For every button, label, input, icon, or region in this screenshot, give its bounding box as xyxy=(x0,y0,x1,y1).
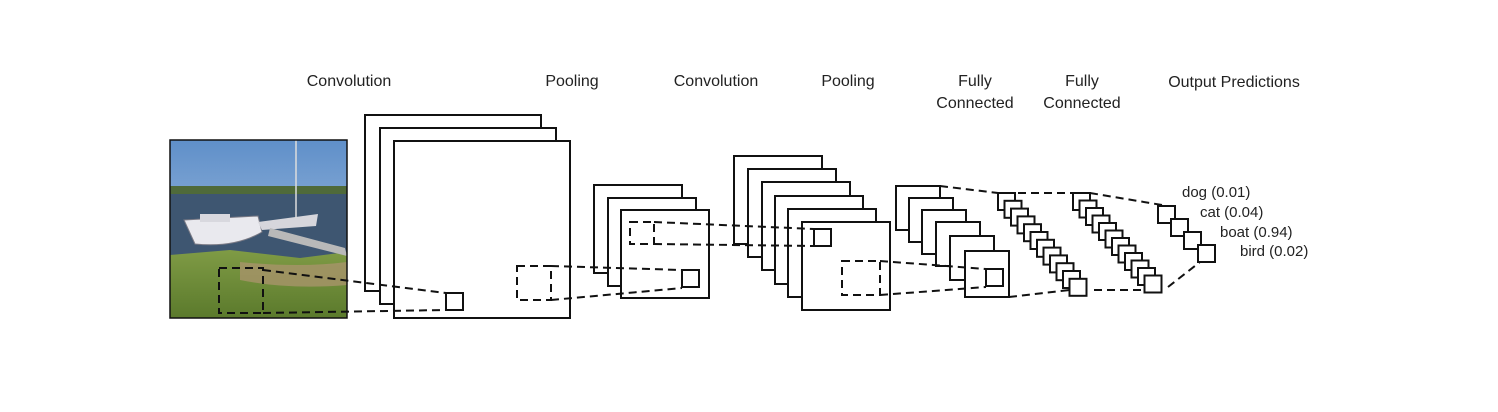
label-fully-connected-1-line1: Fully xyxy=(958,73,992,90)
label-output-predictions: Output Predictions xyxy=(1168,74,1300,91)
prediction-bird: bird (0.02) xyxy=(1240,243,1309,260)
prediction-cat: cat (0.04) xyxy=(1200,204,1264,221)
label-fully-connected-1: Fully Connected xyxy=(925,71,1025,115)
output-node-bird xyxy=(1197,244,1216,263)
pool2-kernel xyxy=(985,268,1004,287)
label-fully-connected-2-line1: Fully xyxy=(1065,73,1099,90)
fully-connected-layer-1 xyxy=(997,192,1088,297)
output-node-boat xyxy=(1183,231,1202,250)
label-convolution-1: Convolution xyxy=(306,73,392,90)
input-receptive-field xyxy=(218,267,264,314)
label-fully-connected-2: Fully Connected xyxy=(1032,71,1132,115)
conv1-receptive-field xyxy=(516,265,552,301)
receptive-fields xyxy=(218,221,881,314)
label-fully-connected-1-line2: Connected xyxy=(936,95,1014,112)
network-shapes xyxy=(364,114,1010,319)
prediction-boat: boat (0.94) xyxy=(1220,224,1293,241)
label-pooling-1: Pooling xyxy=(545,73,599,90)
pool1-kernel xyxy=(681,269,700,288)
conv2-kernel xyxy=(813,228,832,247)
input-image xyxy=(169,139,348,319)
label-fully-connected-2-line2: Connected xyxy=(1043,95,1121,112)
fc2-node xyxy=(1143,274,1163,294)
kernel-squares xyxy=(445,228,1004,311)
fully-connected-layer-2 xyxy=(1072,192,1163,294)
conv1-map-3 xyxy=(393,140,571,319)
projection-lines xyxy=(262,185,1201,314)
conv2-receptive-field xyxy=(841,260,881,296)
output-nodes xyxy=(1157,205,1216,263)
label-convolution-2: Convolution xyxy=(673,73,759,90)
conv1-kernel xyxy=(445,292,464,311)
pool1-receptive-field xyxy=(629,221,655,245)
label-pooling-2: Pooling xyxy=(821,73,875,90)
prediction-dog: dog (0.01) xyxy=(1182,184,1251,201)
fc1-node xyxy=(1068,277,1088,297)
